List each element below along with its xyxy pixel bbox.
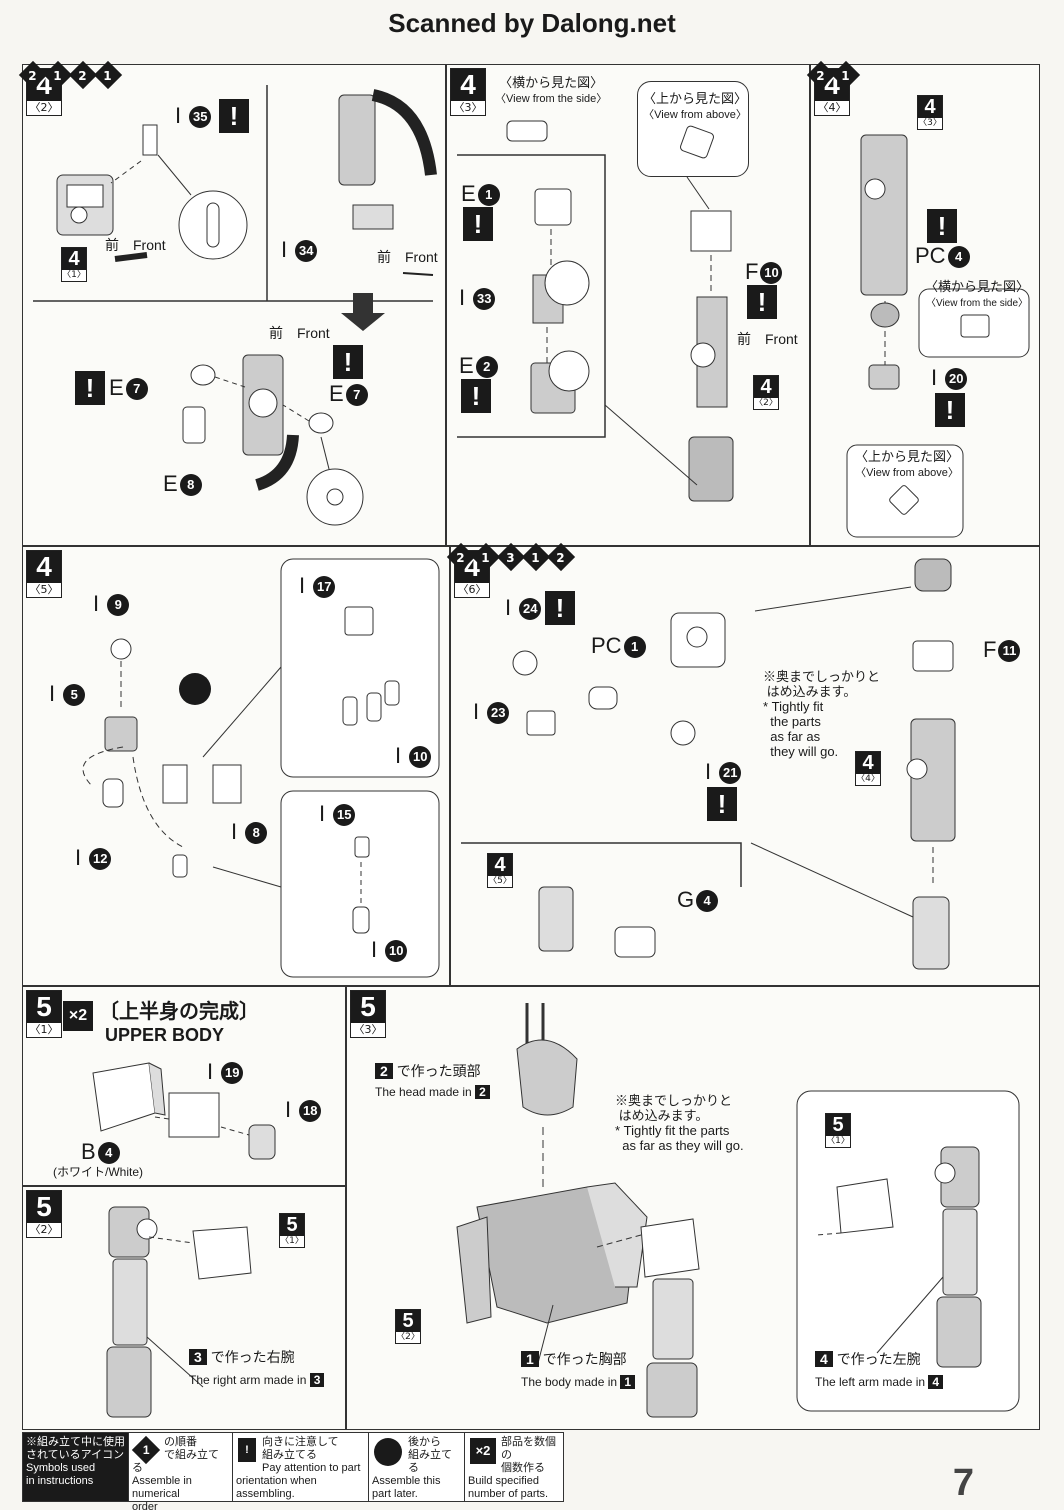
assembly-illustration bbox=[82, 558, 440, 978]
warning-icon: ! bbox=[545, 591, 575, 625]
view-above-label: 〈上から見た図〉〈View from above〉 bbox=[643, 91, 748, 121]
part-label: I 34 bbox=[281, 237, 318, 263]
section-title-en: UPPER BODY bbox=[105, 1025, 225, 1045]
part-label: I 18 bbox=[285, 1097, 322, 1123]
step-reference: 5〈1〉 bbox=[279, 1213, 305, 1248]
step-reference: 5〈1〉 bbox=[825, 1113, 851, 1148]
part-label: I 19 bbox=[207, 1059, 244, 1085]
view-above-label: 〈上から見た図〉〈View from above〉 bbox=[855, 449, 960, 479]
warning-icon: ! bbox=[935, 393, 965, 427]
view-side-label: 〈横から見た図〉〈View from the side〉 bbox=[495, 75, 608, 105]
part-label: I 8 bbox=[231, 819, 268, 845]
step-reference: 4〈1〉 bbox=[61, 247, 87, 282]
step-reference: 5〈2〉 bbox=[395, 1309, 421, 1344]
step-reference: 4〈4〉 bbox=[855, 751, 881, 786]
part-label: I 21 bbox=[705, 759, 742, 785]
warning-icon: ! bbox=[219, 99, 249, 133]
color-note: (ホワイト/White) bbox=[53, 1165, 144, 1179]
panel-step-5-3: 5〈3〉 2 で作った頭部 The head made in 2 ※奥までしっか… bbox=[346, 986, 1040, 1430]
fit-note: ※奥までしっかりと はめ込みます。* Tightly fit the parts… bbox=[763, 669, 881, 759]
part-label: I 9 bbox=[93, 591, 130, 617]
step-reference: 4〈5〉 bbox=[487, 853, 513, 888]
section-title-jp: 〔上半身の完成〕 bbox=[99, 1001, 259, 1023]
front-label: 前 Front bbox=[105, 237, 166, 253]
step-badge: 5〈2〉 bbox=[26, 1190, 62, 1238]
panel-step-4-2: 4〈2〉 I 35 ! 2 1 前 Fro bbox=[18, 60, 446, 546]
warning-icon: ! bbox=[707, 787, 737, 821]
part-label: I 15 bbox=[319, 801, 356, 827]
front-label: 前 Front bbox=[377, 249, 438, 265]
warning-icon: ! bbox=[238, 1438, 256, 1462]
part-label: I 33 bbox=[459, 285, 496, 311]
sequence-icon: 1 bbox=[131, 1435, 161, 1465]
fit-note: ※奥までしっかりと はめ込みます。* Tightly fit the parts… bbox=[615, 1093, 744, 1153]
body-reference: 1 で作った胸部 The body made in 1 bbox=[521, 1349, 636, 1389]
step-reference: 4〈2〉 bbox=[753, 375, 779, 410]
panel-step-4-3: 4〈3〉 〈横から見た図〉〈View from the side〉 〈上から見た… bbox=[446, 64, 810, 546]
page-number: 7 bbox=[952, 1462, 974, 1504]
part-label: I 17 bbox=[299, 573, 336, 599]
warning-icon: ! bbox=[927, 209, 957, 243]
assembly-illustration bbox=[33, 85, 437, 526]
part-label: I 12 bbox=[75, 845, 112, 871]
step-reference: 4〈3〉 bbox=[917, 95, 943, 130]
head-reference: 2 で作った頭部 The head made in 2 bbox=[375, 1061, 490, 1099]
step-badge: 5〈3〉 bbox=[350, 990, 386, 1038]
assembly-illustration bbox=[456, 1003, 1020, 1418]
view-side-label: 〈横から見た図〉〈View from the side〉 bbox=[925, 279, 1030, 309]
warning-icon: ! bbox=[75, 371, 105, 405]
step-badge: 5〈1〉 bbox=[26, 990, 62, 1038]
assembly-illustration bbox=[461, 558, 956, 970]
page-header: Scanned by Dalong.net bbox=[388, 8, 676, 38]
part-label: I 20 bbox=[931, 365, 968, 391]
assembly-illustration bbox=[457, 120, 734, 502]
part-label: I 10 bbox=[371, 937, 408, 963]
warning-icon: ! bbox=[747, 285, 777, 319]
left-arm-reference: 4 で作った左腕 The left arm made in 4 bbox=[815, 1349, 944, 1389]
warning-icon: ! bbox=[463, 207, 493, 241]
front-label: 前 Front bbox=[269, 325, 330, 341]
warning-icon: ! bbox=[333, 345, 363, 379]
part-label: I 24 bbox=[505, 595, 542, 621]
front-label: 前 Front bbox=[737, 331, 798, 347]
step-badge: 4〈3〉 bbox=[450, 68, 486, 116]
multiplier-icon: ×2 bbox=[63, 1001, 93, 1031]
part-label: I 10 bbox=[395, 743, 432, 769]
arm-reference: 3 で作った右腕 The right arm made in 3 bbox=[189, 1347, 325, 1387]
warning-icon: ! bbox=[461, 379, 491, 413]
assembly-illustration bbox=[106, 1206, 252, 1418]
part-label: I 5 bbox=[49, 681, 86, 707]
panel-step-4-5: 4〈5〉 I 9 I 5 I 12 I 8 I 17 I 10 I 15 I 1… bbox=[22, 546, 450, 986]
step-badge: 4〈5〉 bbox=[26, 550, 62, 598]
part-label: I 35 bbox=[175, 103, 212, 129]
assemble-later-icon bbox=[374, 1438, 402, 1466]
assembly-illustration bbox=[92, 1062, 276, 1160]
multiplier-icon: ×2 bbox=[470, 1438, 496, 1464]
part-label: I 23 bbox=[473, 699, 510, 725]
panel-step-5-2: 5〈2〉 5〈1〉 3 で作った右腕 The right arm made in… bbox=[22, 1186, 346, 1430]
assembly-illustration bbox=[846, 134, 1030, 538]
